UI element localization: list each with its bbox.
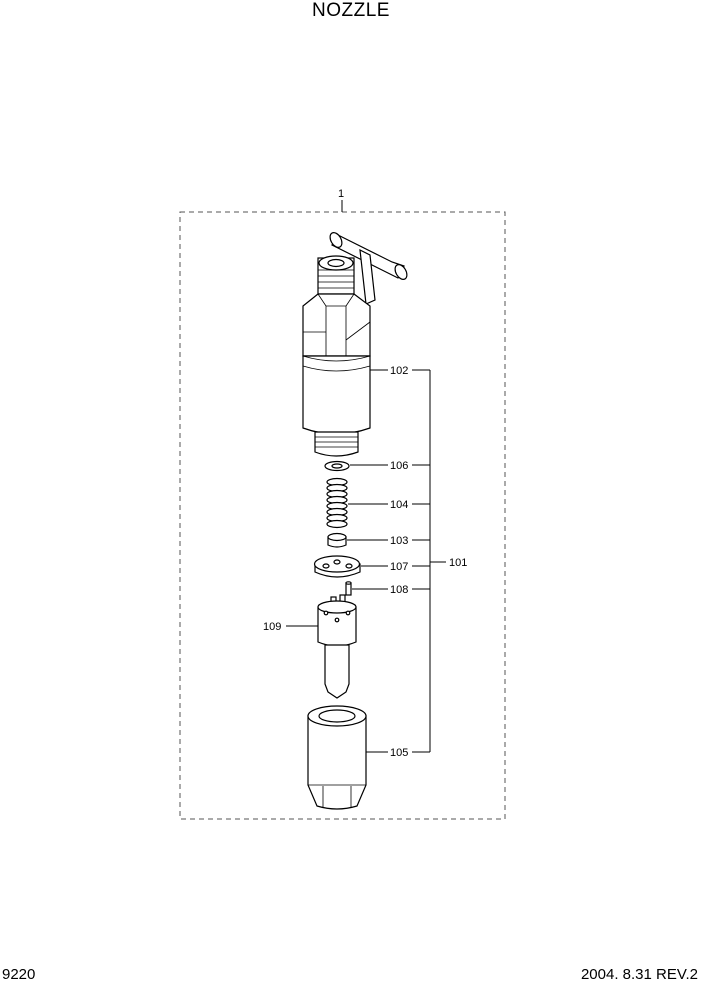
callout-106: 106: [390, 460, 408, 472]
assembly-label: 1: [338, 188, 344, 200]
page-code: 9220: [2, 966, 36, 983]
revision-date: 2004. 8.31 REV.2: [580, 966, 698, 983]
distance-piece-107: [313, 555, 361, 578]
nozzle-109: [317, 594, 357, 699]
callout-102: 102: [390, 365, 408, 377]
retaining-nut-105: [307, 705, 367, 810]
washer-106: [324, 460, 350, 472]
callout-108: 108: [390, 584, 408, 596]
spring-104: [326, 477, 348, 529]
callout-105: 105: [390, 747, 408, 759]
nozzle-holder-body: [302, 232, 408, 457]
callout-107: 107: [390, 561, 408, 573]
spring-seat-103: [327, 532, 347, 548]
callout-104: 104: [390, 499, 408, 511]
callout-101: 101: [449, 557, 467, 569]
pin-108: [345, 581, 352, 596]
callout-109: 109: [263, 621, 281, 633]
page-title: NOZZLE: [312, 0, 390, 21]
callout-103: 103: [390, 535, 408, 547]
leader-lines: [286, 369, 446, 753]
